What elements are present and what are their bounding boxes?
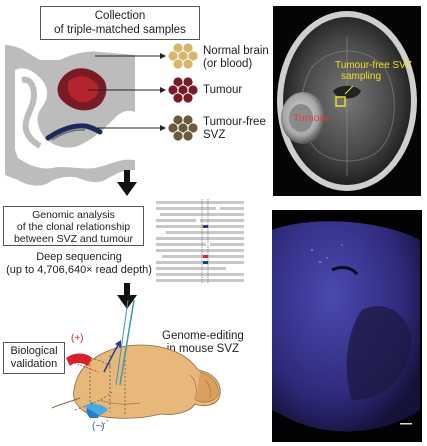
human-brain-section (5, 45, 135, 186)
minus-label: (−) (92, 421, 105, 432)
label-tumour: Tumour (203, 84, 243, 96)
svz-line (45, 123, 103, 141)
deep-sequencing-label: Deep sequencing (up to 4,706,640× read d… (6, 251, 152, 276)
mri-tumour-label: Tumour (293, 112, 329, 124)
down-arrow-icon (117, 283, 137, 309)
genome-editing-label: Genome-editing in mouse SVZ (162, 330, 244, 355)
collection-title-line2: of triple-matched samples (54, 24, 186, 36)
collection-title-line1: Collection (94, 10, 146, 22)
mouse-brain-fluorescence-image (272, 210, 422, 442)
tumour-cells-icon (167, 76, 199, 104)
svz-cells-icon (167, 114, 199, 142)
label-normal: Normal brain (or blood) (203, 45, 269, 70)
mri-image (273, 6, 421, 196)
mri-svz-label: Tumour-free SVZ sampling (335, 60, 412, 82)
normal-cells-icon (167, 42, 199, 70)
electrode-plus-icon (66, 353, 99, 373)
down-arrow-icon (117, 170, 137, 196)
electrode-minus-icon (84, 402, 108, 418)
plus-label: (+) (71, 333, 84, 344)
label-svz: Tumour-free SVZ (203, 116, 266, 141)
svz-sampling-box (335, 96, 346, 107)
injection-needle-icon (115, 299, 135, 386)
sequencing-reads-graphic (156, 199, 246, 283)
biological-validation-box: Biological validation (3, 342, 65, 374)
genomic-analysis-box: Genomic analysis of the clonal relations… (3, 206, 144, 246)
collection-box: Collection of triple-matched samples (40, 6, 200, 40)
